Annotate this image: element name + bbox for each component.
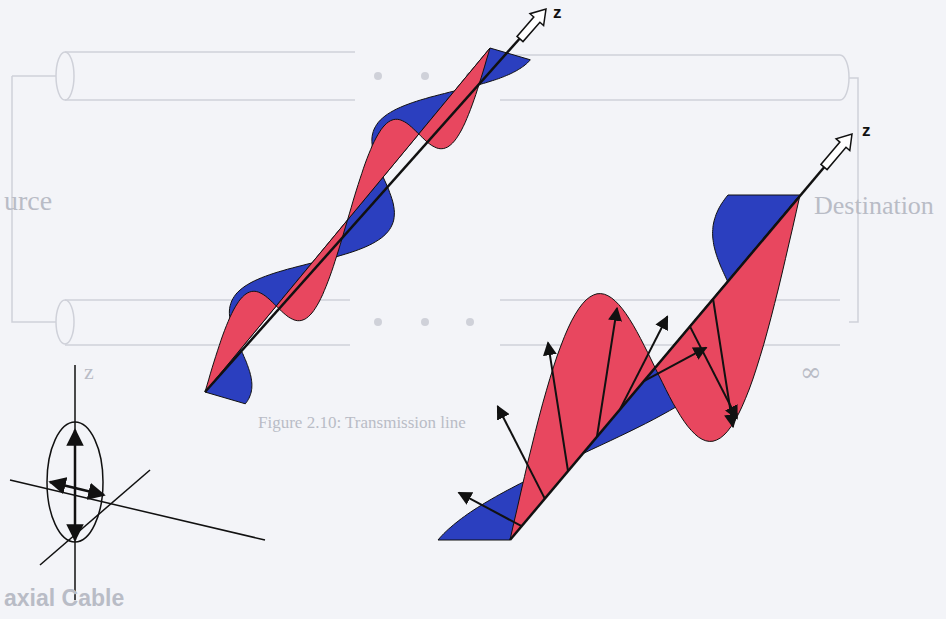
axis-label: z: [553, 4, 562, 23]
axis-arrow: [517, 9, 546, 42]
field-vector: [459, 493, 522, 527]
axis-label: z: [862, 122, 871, 141]
field-vector: [597, 308, 617, 436]
field-vector: [713, 299, 733, 427]
faded-infinity-label: ∞: [800, 358, 822, 387]
field-vector: [498, 406, 545, 498]
em-waves: [205, 9, 852, 540]
faded-axis-label: z: [84, 360, 94, 384]
faded-destination-label: Destination: [814, 192, 934, 221]
axis-arrow: [821, 134, 852, 170]
z-axis: [205, 36, 522, 392]
faded-section-heading: axial Cable: [4, 586, 124, 611]
polarization-sketch: [10, 365, 265, 600]
faded-source-label: urce: [4, 186, 52, 217]
electric-lobe: [655, 195, 800, 441]
polarization-arrows: [50, 430, 104, 540]
electric-lobe: [205, 291, 276, 392]
field-vector: [620, 317, 667, 409]
field-vector: [548, 343, 568, 471]
z-axis: [510, 165, 826, 540]
field-vector: [643, 348, 706, 382]
electric-lobe: [348, 119, 419, 220]
electric-lobe: [510, 294, 655, 540]
faded-figure-caption: Figure 2.10: Transmission line: [258, 414, 466, 433]
electric-lobe: [419, 48, 490, 149]
